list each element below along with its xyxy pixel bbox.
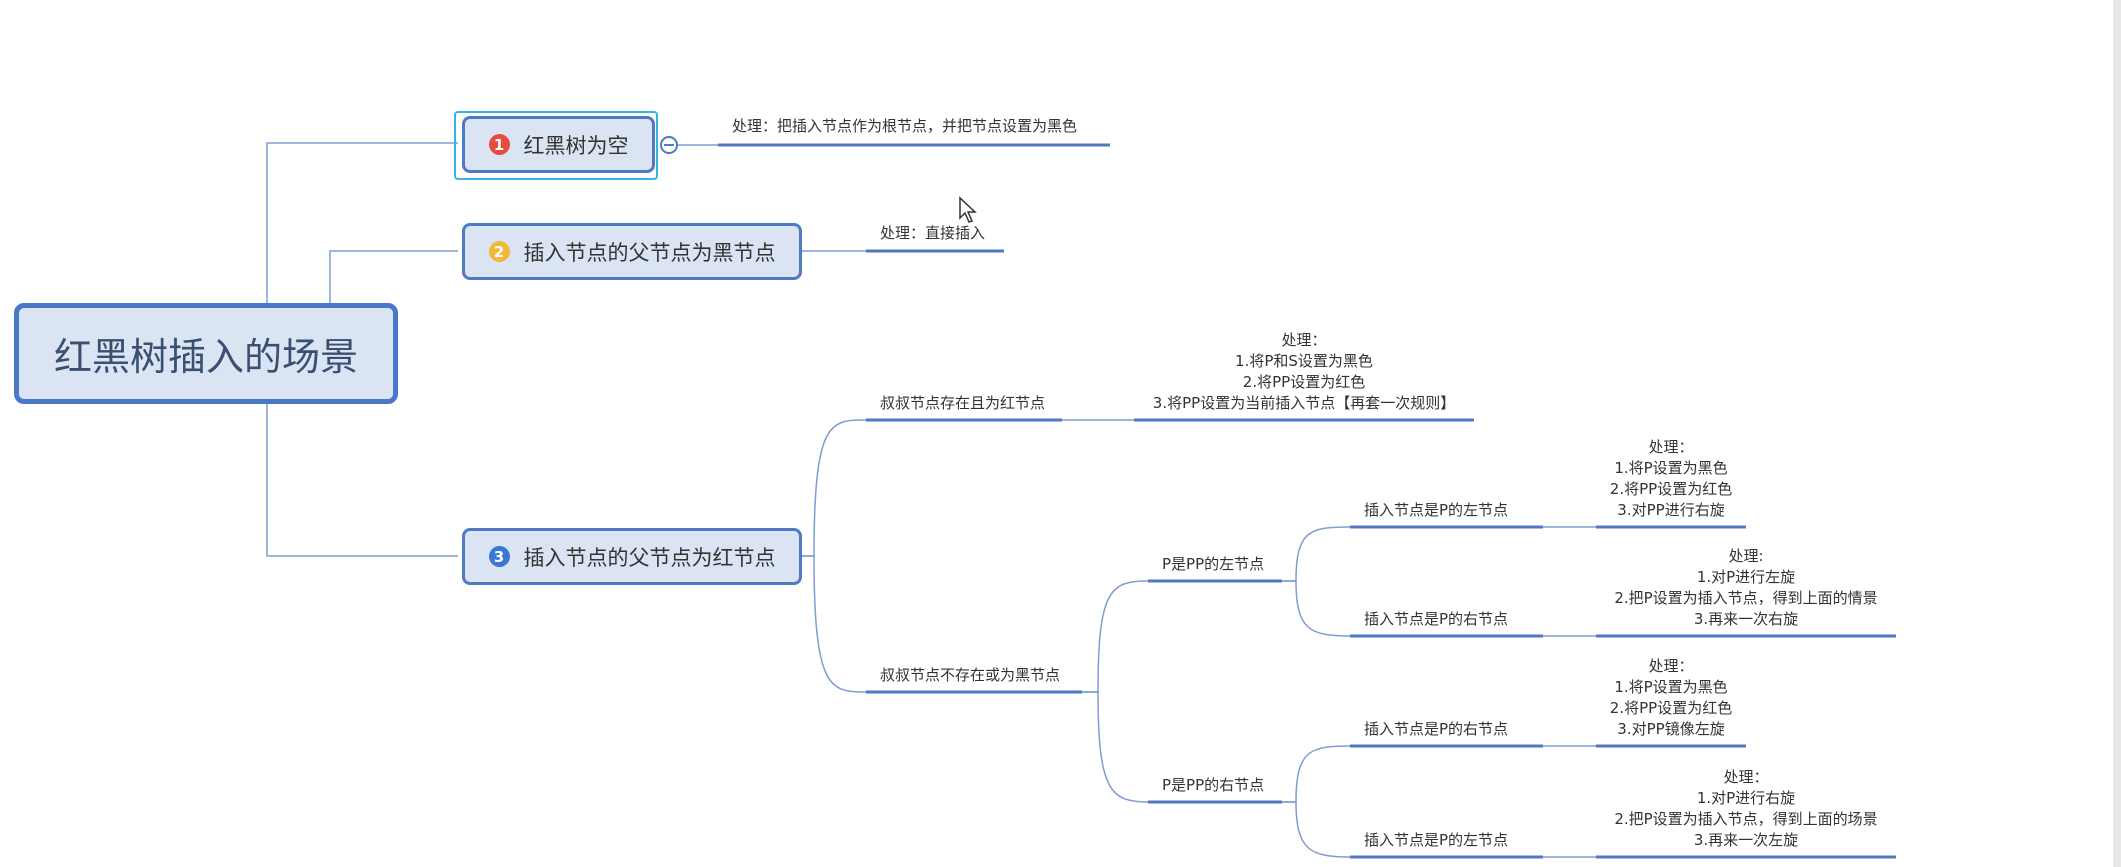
action-line: 1.将P和S设置为黑色 [1235,352,1373,370]
action-line: 3.对PP镜像左旋 [1617,720,1725,738]
lr-topic[interactable]: 插入节点是P的右节点 [1364,610,1509,628]
action-line: 3.再来一次右旋 [1693,610,1799,628]
case3-topic[interactable]: 3 插入节点的父节点为红节点 [462,528,802,585]
case2-topic[interactable]: 2 插入节点的父节点为黑节点 [462,223,802,280]
vertical-scrollbar[interactable] [2113,0,2121,867]
action-line: 处理： [1281,331,1327,349]
number-2-icon: 2 [488,241,510,262]
ll-action: 处理： 1.将P设置为黑色 2.将PP设置为红色 3.对PP进行右旋 [1596,437,1746,521]
uncle-red-topic[interactable]: 叔叔节点存在且为红节点 [880,394,1046,412]
collapse-toggle-icon[interactable] [660,136,678,154]
action-line: 处理： [1648,657,1694,675]
number-3-icon: 3 [488,546,510,567]
action-line: 1.对P进行左旋 [1696,568,1796,586]
rr-topic[interactable]: 插入节点是P的右节点 [1364,720,1509,738]
ll-topic[interactable]: 插入节点是P的左节点 [1364,501,1509,519]
action-line: 1.将P设置为黑色 [1614,459,1728,477]
action-line: 处理： [1648,438,1694,456]
case2-action: 处理：直接插入 [880,224,986,242]
action-line: 2.将PP设置为红色 [1609,480,1733,498]
action-line: 2.把P设置为插入节点，得到上面的场景 [1614,810,1878,828]
rr-action: 处理： 1.将P设置为黑色 2.将PP设置为红色 3.对PP镜像左旋 [1596,656,1746,740]
selection-frame [454,111,658,180]
p-left-topic[interactable]: P是PP的左节点 [1162,555,1265,573]
action-line: 处理： [1723,768,1769,786]
case3-label: 插入节点的父节点为红节点 [523,545,776,570]
action-line: 2.将PP设置为红色 [1242,373,1366,391]
action-line: 3.将PP设置为当前插入节点【再套一次规则】 [1152,394,1456,412]
rl-action: 处理： 1.对P进行右旋 2.把P设置为插入节点，得到上面的场景 3.再来一次左… [1596,767,1896,851]
case1-topic[interactable]: 1 红黑树为空 [462,116,655,173]
action-line: 2.将PP设置为红色 [1609,699,1733,717]
p-right-topic[interactable]: P是PP的右节点 [1162,776,1265,794]
case2-label: 插入节点的父节点为黑节点 [523,240,776,265]
rl-topic[interactable]: 插入节点是P的左节点 [1364,831,1509,849]
mouse-cursor-icon [959,196,977,223]
action-line: 1.将P设置为黑色 [1614,678,1728,696]
case1-label: 红黑树为空 [523,133,629,158]
number-1-icon: 1 [488,134,510,155]
action-line: 3.再来一次左旋 [1693,831,1799,849]
lr-action: 处理: 1.对P进行左旋 2.把P设置为插入节点，得到上面的情景 3.再来一次右… [1596,546,1896,630]
uncle-black-topic[interactable]: 叔叔节点不存在或为黑节点 [880,666,1061,684]
action-line: 3.对PP进行右旋 [1617,501,1725,519]
root-topic[interactable]: 红黑树插入的场景 [14,303,398,404]
action-line: 2.把P设置为插入节点，得到上面的情景 [1614,589,1878,607]
action-line: 1.对P进行右旋 [1696,789,1796,807]
uncle-red-action: 处理： 1.将P和S设置为黑色 2.将PP设置为红色 3.将PP设置为当前插入节… [1134,330,1474,414]
case1-action: 处理：把插入节点作为根节点，并把节点设置为黑色 [732,117,1078,135]
action-line: 处理: [1728,547,1764,565]
root-topic-label: 红黑树插入的场景 [53,335,358,379]
